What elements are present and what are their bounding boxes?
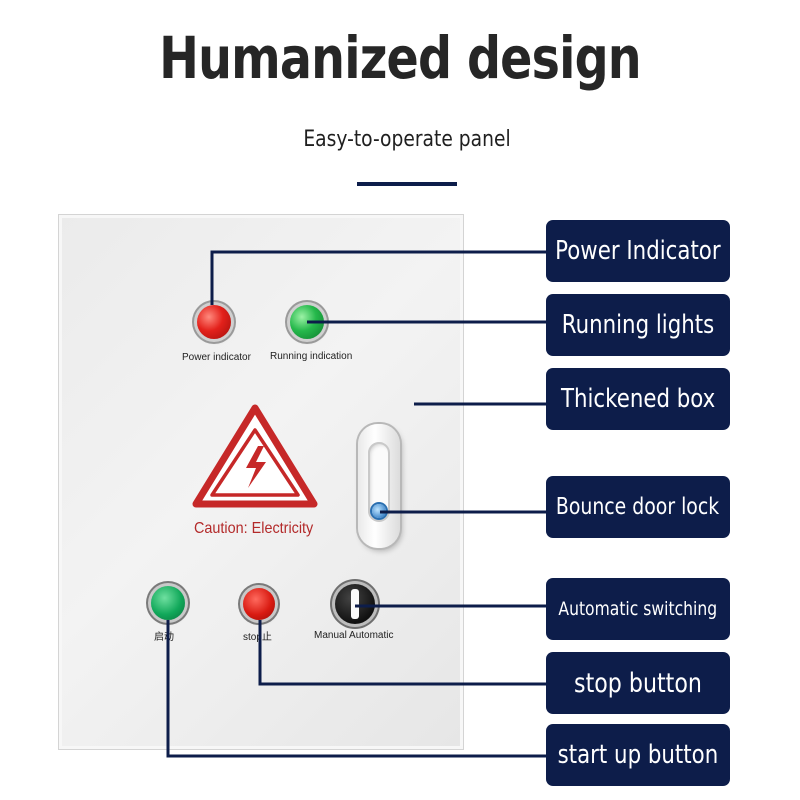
start-button-label: 启动 [154, 632, 174, 643]
lock-handle-slot [368, 442, 390, 522]
start-button[interactable] [151, 586, 185, 620]
stop-button[interactable] [243, 588, 275, 620]
running-indicator-lamp [290, 305, 324, 339]
callout-power-indicator-label: Power Indicator [555, 236, 721, 266]
callout-running-lights: Running lights [546, 294, 730, 356]
selector-knob[interactable] [351, 589, 359, 619]
callout-stop-button: stop button [546, 652, 730, 714]
keyhole-icon [372, 504, 386, 518]
callout-automatic-switching-label: Automatic switching [558, 598, 718, 620]
power-indicator-label: Power indicator [182, 352, 251, 363]
running-indicator-label: Running indication [270, 351, 353, 362]
door-lock[interactable] [358, 424, 400, 548]
callout-start-up-button: start up button [546, 724, 730, 786]
callout-thickened-box: Thickened box [546, 368, 730, 430]
page-title: Humanized design [159, 24, 642, 92]
callout-stop-button-label: stop button [574, 667, 702, 699]
page-subtitle: Easy-to-operate panel [303, 127, 511, 152]
caution-text: Caution: Electricity [194, 520, 314, 537]
callout-bounce-door-lock-label: Bounce door lock [556, 494, 720, 520]
high-voltage-warning-icon [192, 404, 318, 508]
power-indicator-lamp [197, 305, 231, 339]
selector-label: Manual Automatic [314, 630, 394, 641]
callout-running-lights-label: Running lights [561, 310, 715, 340]
callout-bounce-door-lock: Bounce door lock [546, 476, 730, 538]
callout-automatic-switching: Automatic switching [546, 578, 730, 640]
callout-power-indicator: Power Indicator [546, 220, 730, 282]
title-divider [357, 182, 457, 186]
manual-automatic-selector[interactable] [335, 584, 375, 624]
stop-button-label: stop止 [243, 632, 272, 643]
callout-thickened-box-label: Thickened box [560, 384, 716, 414]
callout-start-up-button-label: start up button [557, 740, 719, 770]
